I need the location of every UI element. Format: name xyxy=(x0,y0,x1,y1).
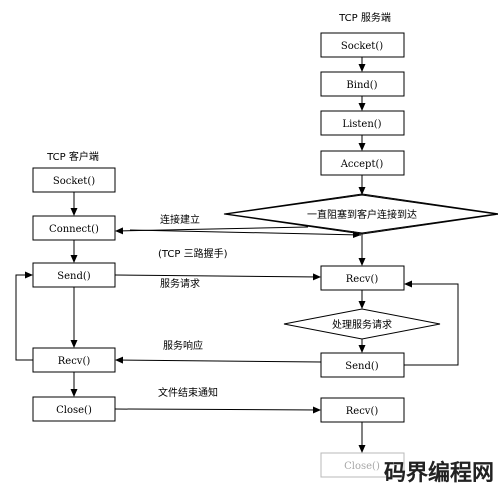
server-recv2-label: Recv() xyxy=(346,406,379,417)
arrow-client-loop xyxy=(15,271,33,361)
server-process-label: 处理服务请求 xyxy=(332,318,392,331)
server-bind-box: Bind() xyxy=(320,71,405,97)
label-eof: 文件结束通知 xyxy=(158,386,218,399)
client-connect-label: Connect() xyxy=(49,224,99,235)
client-recv-label: Recv() xyxy=(58,356,91,367)
server-recv-box: Recv() xyxy=(320,265,405,291)
server-socket-box: Socket() xyxy=(320,32,405,58)
server-accept-label: Accept() xyxy=(340,159,384,170)
server-bind-label: Bind() xyxy=(346,80,377,91)
client-recv-box: Recv() xyxy=(32,347,116,373)
server-close-box: Close() xyxy=(320,452,405,478)
label-request: 服务请求 xyxy=(160,277,200,290)
server-recv-label: Recv() xyxy=(346,274,379,285)
server-accept-box: Accept() xyxy=(320,150,405,176)
arrow-server-loop xyxy=(404,280,459,366)
arrow-service-request xyxy=(114,273,321,281)
client-send-box: Send() xyxy=(32,262,116,288)
server-title: TCP 服务端 xyxy=(338,11,391,24)
server-listen-box: Listen() xyxy=(320,110,405,136)
server-process-diamond: 处理服务请求 xyxy=(283,308,441,340)
arrow-connect-head xyxy=(353,231,361,238)
server-recv2-box: Recv() xyxy=(320,397,405,423)
client-connect-box: Connect() xyxy=(32,215,116,241)
client-close-label: Close() xyxy=(56,405,92,416)
client-socket-box: Socket() xyxy=(32,167,116,193)
server-block-diamond: 一直阻塞到客户连接到达 xyxy=(223,193,498,235)
client-title: TCP 客户端 xyxy=(46,150,99,163)
label-connect: 连接建立 xyxy=(160,213,200,226)
server-socket-label: Socket() xyxy=(341,41,383,52)
arrow-eof xyxy=(114,406,321,414)
label-response: 服务响应 xyxy=(163,339,203,352)
arrow-service-response xyxy=(115,356,322,364)
server-block-label: 一直阻塞到客户连接到达 xyxy=(307,208,417,221)
server-send-label: Send() xyxy=(345,361,379,372)
label-handshake: (TCP 三路握手) xyxy=(158,247,228,260)
client-close-box: Close() xyxy=(32,396,116,422)
server-send-box: Send() xyxy=(320,352,405,378)
client-socket-label: Socket() xyxy=(53,176,95,187)
client-send-label: Send() xyxy=(57,271,91,282)
arrow-connect-to-server xyxy=(129,229,362,236)
watermark: 码界编程网 xyxy=(384,460,494,486)
server-close-label: Close() xyxy=(344,461,380,472)
server-listen-label: Listen() xyxy=(342,119,381,130)
